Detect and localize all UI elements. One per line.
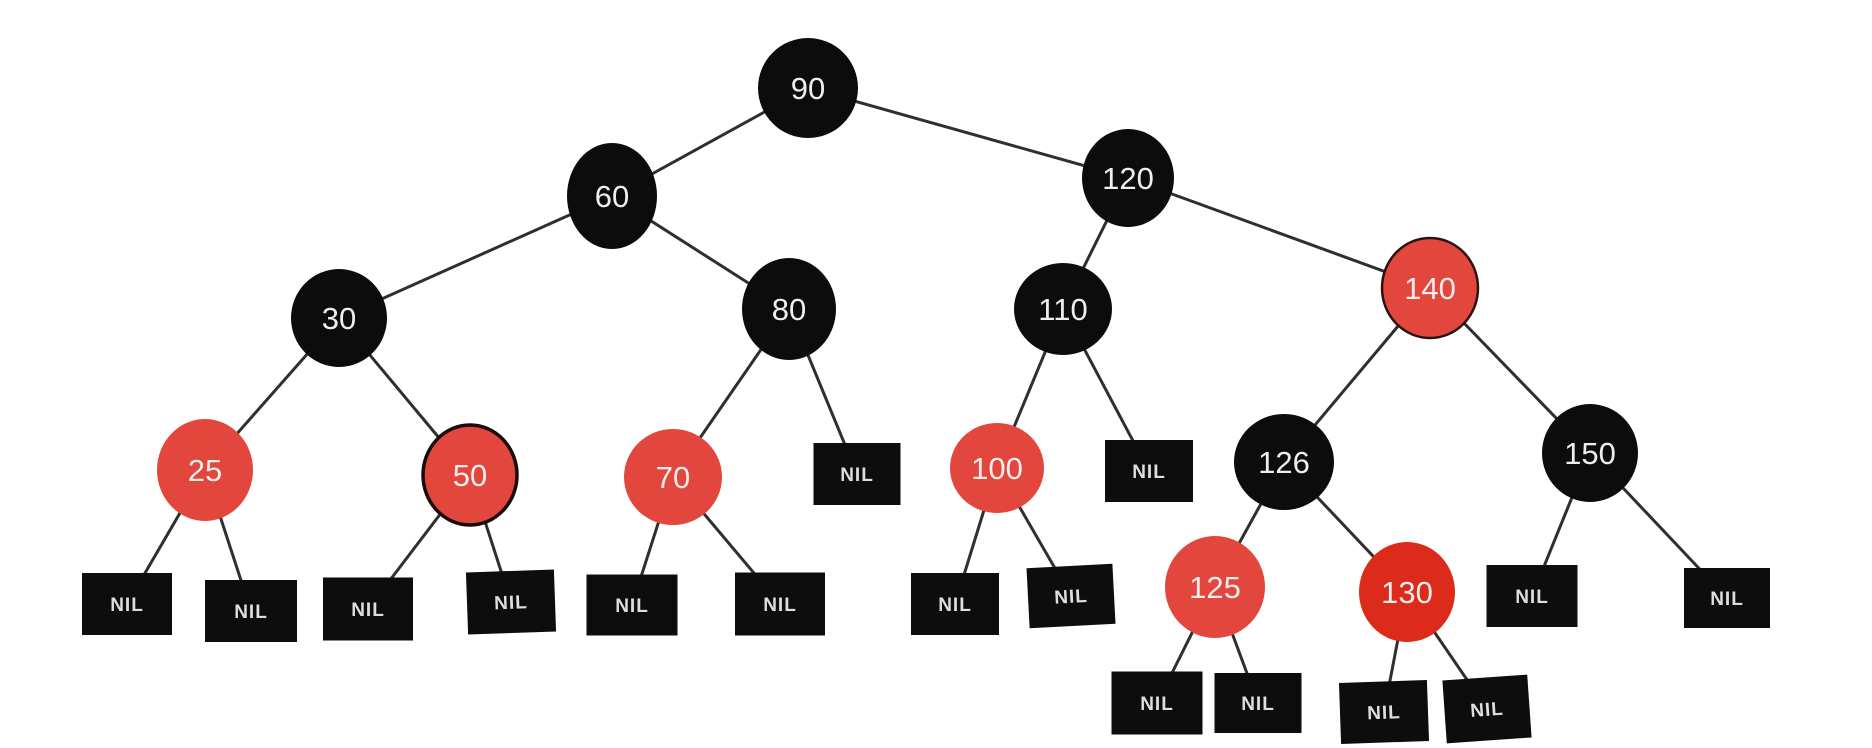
red-node-circle <box>421 423 519 527</box>
tree-node-130: 130 <box>1359 542 1455 642</box>
node-value-label: 50 <box>453 458 487 493</box>
tree-node-126: 126 <box>1234 414 1334 510</box>
nil-box <box>465 569 557 635</box>
nil-leaf: NIL <box>1442 674 1532 744</box>
tree-node-140: 140 <box>1380 236 1480 340</box>
nil-leaf: NIL <box>323 577 413 641</box>
nil-label: NIL <box>110 595 144 616</box>
node-value-label: 60 <box>595 179 629 214</box>
node-value-label: 150 <box>1564 436 1616 471</box>
red-node-circle <box>1165 536 1265 638</box>
node-value-label: 140 <box>1404 271 1456 306</box>
nil-leaf: NIL <box>1026 563 1116 629</box>
tree-node-125: 125 <box>1165 536 1265 638</box>
nil-leaf: NIL <box>735 572 825 636</box>
nil-label: NIL <box>1132 462 1166 483</box>
nil-box <box>82 573 172 635</box>
nil-box <box>323 577 413 641</box>
node-value-label: 126 <box>1258 445 1310 480</box>
nil-box <box>1026 563 1116 629</box>
node-value-label: 130 <box>1381 575 1433 610</box>
nil-leaf: NIL <box>1214 673 1302 733</box>
black-node-circle <box>1014 263 1112 355</box>
tree-node-120: 120 <box>1082 129 1174 227</box>
nil-label: NIL <box>1515 587 1549 608</box>
nil-leaf: NIL <box>1684 568 1770 628</box>
tree-node-25: 25 <box>157 419 253 521</box>
node-value-label: 80 <box>772 292 806 327</box>
tree-node-100: 100 <box>950 423 1044 513</box>
nil-box <box>735 572 825 636</box>
nil-box <box>1214 673 1302 733</box>
nil-leaf: NIL <box>813 443 901 505</box>
black-node-circle <box>1082 129 1174 227</box>
black-node-circle <box>567 143 657 249</box>
node-value-label: 120 <box>1102 161 1154 196</box>
nil-label: NIL <box>1470 699 1505 722</box>
nil-box <box>1338 679 1430 745</box>
nil-label: NIL <box>763 595 797 616</box>
nil-leaf: NIL <box>82 573 172 635</box>
node-value-label: 30 <box>322 301 356 336</box>
tree-node-70: 70 <box>624 429 722 525</box>
node-value-label: 110 <box>1038 292 1087 327</box>
tree-node-80: 80 <box>742 258 836 360</box>
node-value-label: 70 <box>656 460 690 495</box>
nil-box <box>1684 568 1770 628</box>
nil-box <box>1111 671 1203 735</box>
nil-leaf: NIL <box>1486 565 1578 627</box>
nil-leaf: NIL <box>465 569 557 635</box>
black-node-circle <box>1542 404 1638 502</box>
red-node-circle <box>1380 236 1480 340</box>
black-node-circle <box>1234 414 1334 510</box>
nil-label: NIL <box>1054 586 1089 609</box>
tree-node-90: 90 <box>758 38 858 138</box>
tree-node-30: 30 <box>291 269 387 367</box>
nil-box <box>205 580 297 642</box>
nil-leaf: NIL <box>1338 679 1430 745</box>
nil-box <box>586 574 678 636</box>
nil-leaf: NIL <box>911 573 999 635</box>
nil-box <box>1486 565 1578 627</box>
node-value-label: 90 <box>791 71 825 106</box>
nil-label: NIL <box>234 602 268 623</box>
tree-edge <box>338 194 613 320</box>
nil-box <box>1442 674 1532 744</box>
nil-box <box>911 573 999 635</box>
tree-node-50: 50 <box>421 423 519 527</box>
nil-label: NIL <box>1367 702 1401 724</box>
nil-label: NIL <box>1241 694 1275 715</box>
node-value-label: 25 <box>188 453 222 488</box>
tree-node-110: 110 <box>1014 263 1112 355</box>
nil-label: NIL <box>1140 694 1174 715</box>
nil-label: NIL <box>494 592 528 614</box>
nil-box <box>1105 440 1193 502</box>
tree-node-150: 150 <box>1542 404 1638 502</box>
red-node-circle <box>624 429 722 525</box>
node-value-label: 100 <box>971 451 1023 486</box>
red-node-circle <box>157 419 253 521</box>
nil-leaf: NIL <box>1105 440 1193 502</box>
black-node-circle <box>291 269 387 367</box>
nil-leaf: NIL <box>205 580 297 642</box>
nil-label: NIL <box>351 600 385 621</box>
black-node-circle <box>758 38 858 138</box>
tree-edge <box>807 86 1129 180</box>
nil-leaf: NIL <box>586 574 678 636</box>
nil-label: NIL <box>1710 589 1744 610</box>
red-node-circle <box>1359 542 1455 642</box>
nil-box <box>813 443 901 505</box>
nil-label: NIL <box>615 596 649 617</box>
nil-label: NIL <box>840 465 874 486</box>
tree-edge <box>1127 176 1431 290</box>
black-node-circle <box>742 258 836 360</box>
tree-node-60: 60 <box>567 143 657 249</box>
red-node-circle <box>950 423 1044 513</box>
node-value-label: 125 <box>1189 570 1241 605</box>
nil-leaf: NIL <box>1111 671 1203 735</box>
nil-label: NIL <box>938 595 972 616</box>
